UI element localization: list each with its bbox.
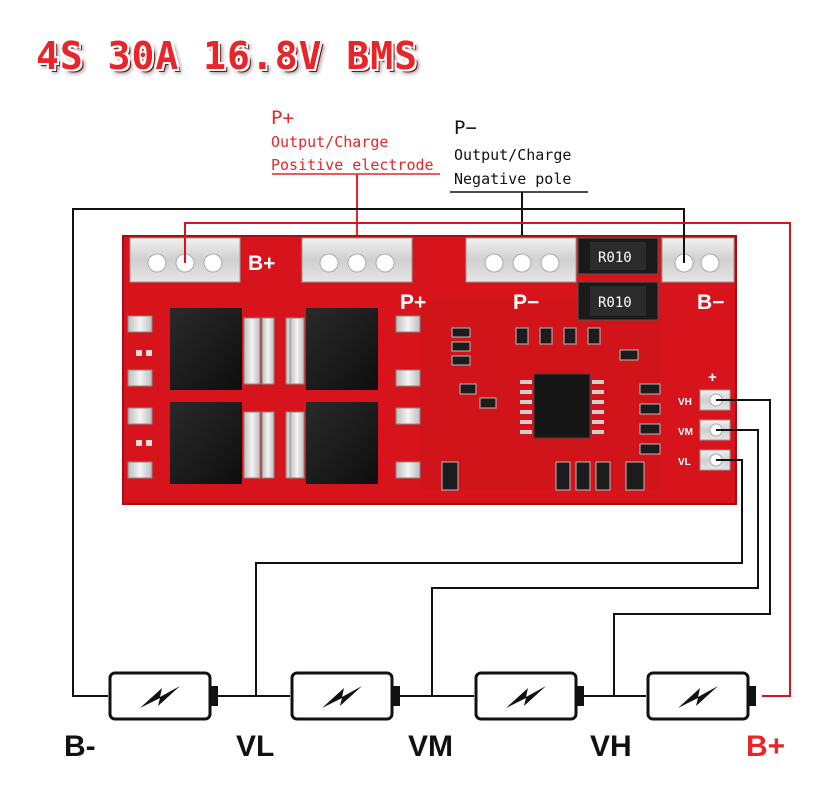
label-b-plus: B+ [746, 730, 786, 763]
wire-b-minus [72, 208, 685, 697]
board-label-p-plus: P+ [400, 291, 426, 314]
label-vm: VM [408, 730, 453, 763]
p-plus-label: P+ [271, 107, 294, 129]
board-label-p-minus: P− [513, 291, 539, 314]
mosfets [127, 308, 421, 484]
battery-cell-4 [646, 671, 756, 721]
board-pin-plus: + [708, 369, 717, 386]
board-label-b-plus: B+ [248, 252, 275, 275]
resistor-label-bottom: R010 [598, 295, 632, 311]
p-minus-label: P− [454, 117, 477, 139]
battery-cells [108, 671, 756, 721]
p-minus-desc-line1: Output/Charge [454, 146, 572, 164]
b-minus-terminal [661, 237, 735, 283]
resistor-label-top: R010 [598, 250, 632, 266]
board-pin-vm: VM [678, 427, 693, 438]
p-plus-desc-line2: Positive electrode [271, 156, 434, 174]
label-b-minus: B- [64, 730, 96, 763]
battery-cell-3 [474, 671, 584, 721]
board-pin-vh: VH [678, 397, 692, 408]
p-minus-desc-line2: Negative pole [454, 170, 572, 188]
battery-cell-1 [108, 671, 218, 721]
p-plus-desc-line1: Output/Charge [271, 133, 389, 151]
wire-vl [255, 459, 743, 696]
wire-vh [613, 399, 771, 696]
pcb-board: B+ P+ P− B− R010 R010 + VH VM VL [122, 235, 737, 505]
protection-ic [533, 373, 591, 439]
label-vh: VH [590, 730, 632, 763]
label-vl: VL [236, 730, 275, 763]
diagram-title: 4S 30A 16.8V BMS [36, 34, 419, 78]
board-label-b-minus: B− [697, 291, 724, 314]
board-pin-vl: VL [678, 457, 691, 468]
wire-vm [431, 429, 759, 696]
wire-b-plus [184, 222, 791, 697]
battery-cell-2 [290, 671, 400, 721]
